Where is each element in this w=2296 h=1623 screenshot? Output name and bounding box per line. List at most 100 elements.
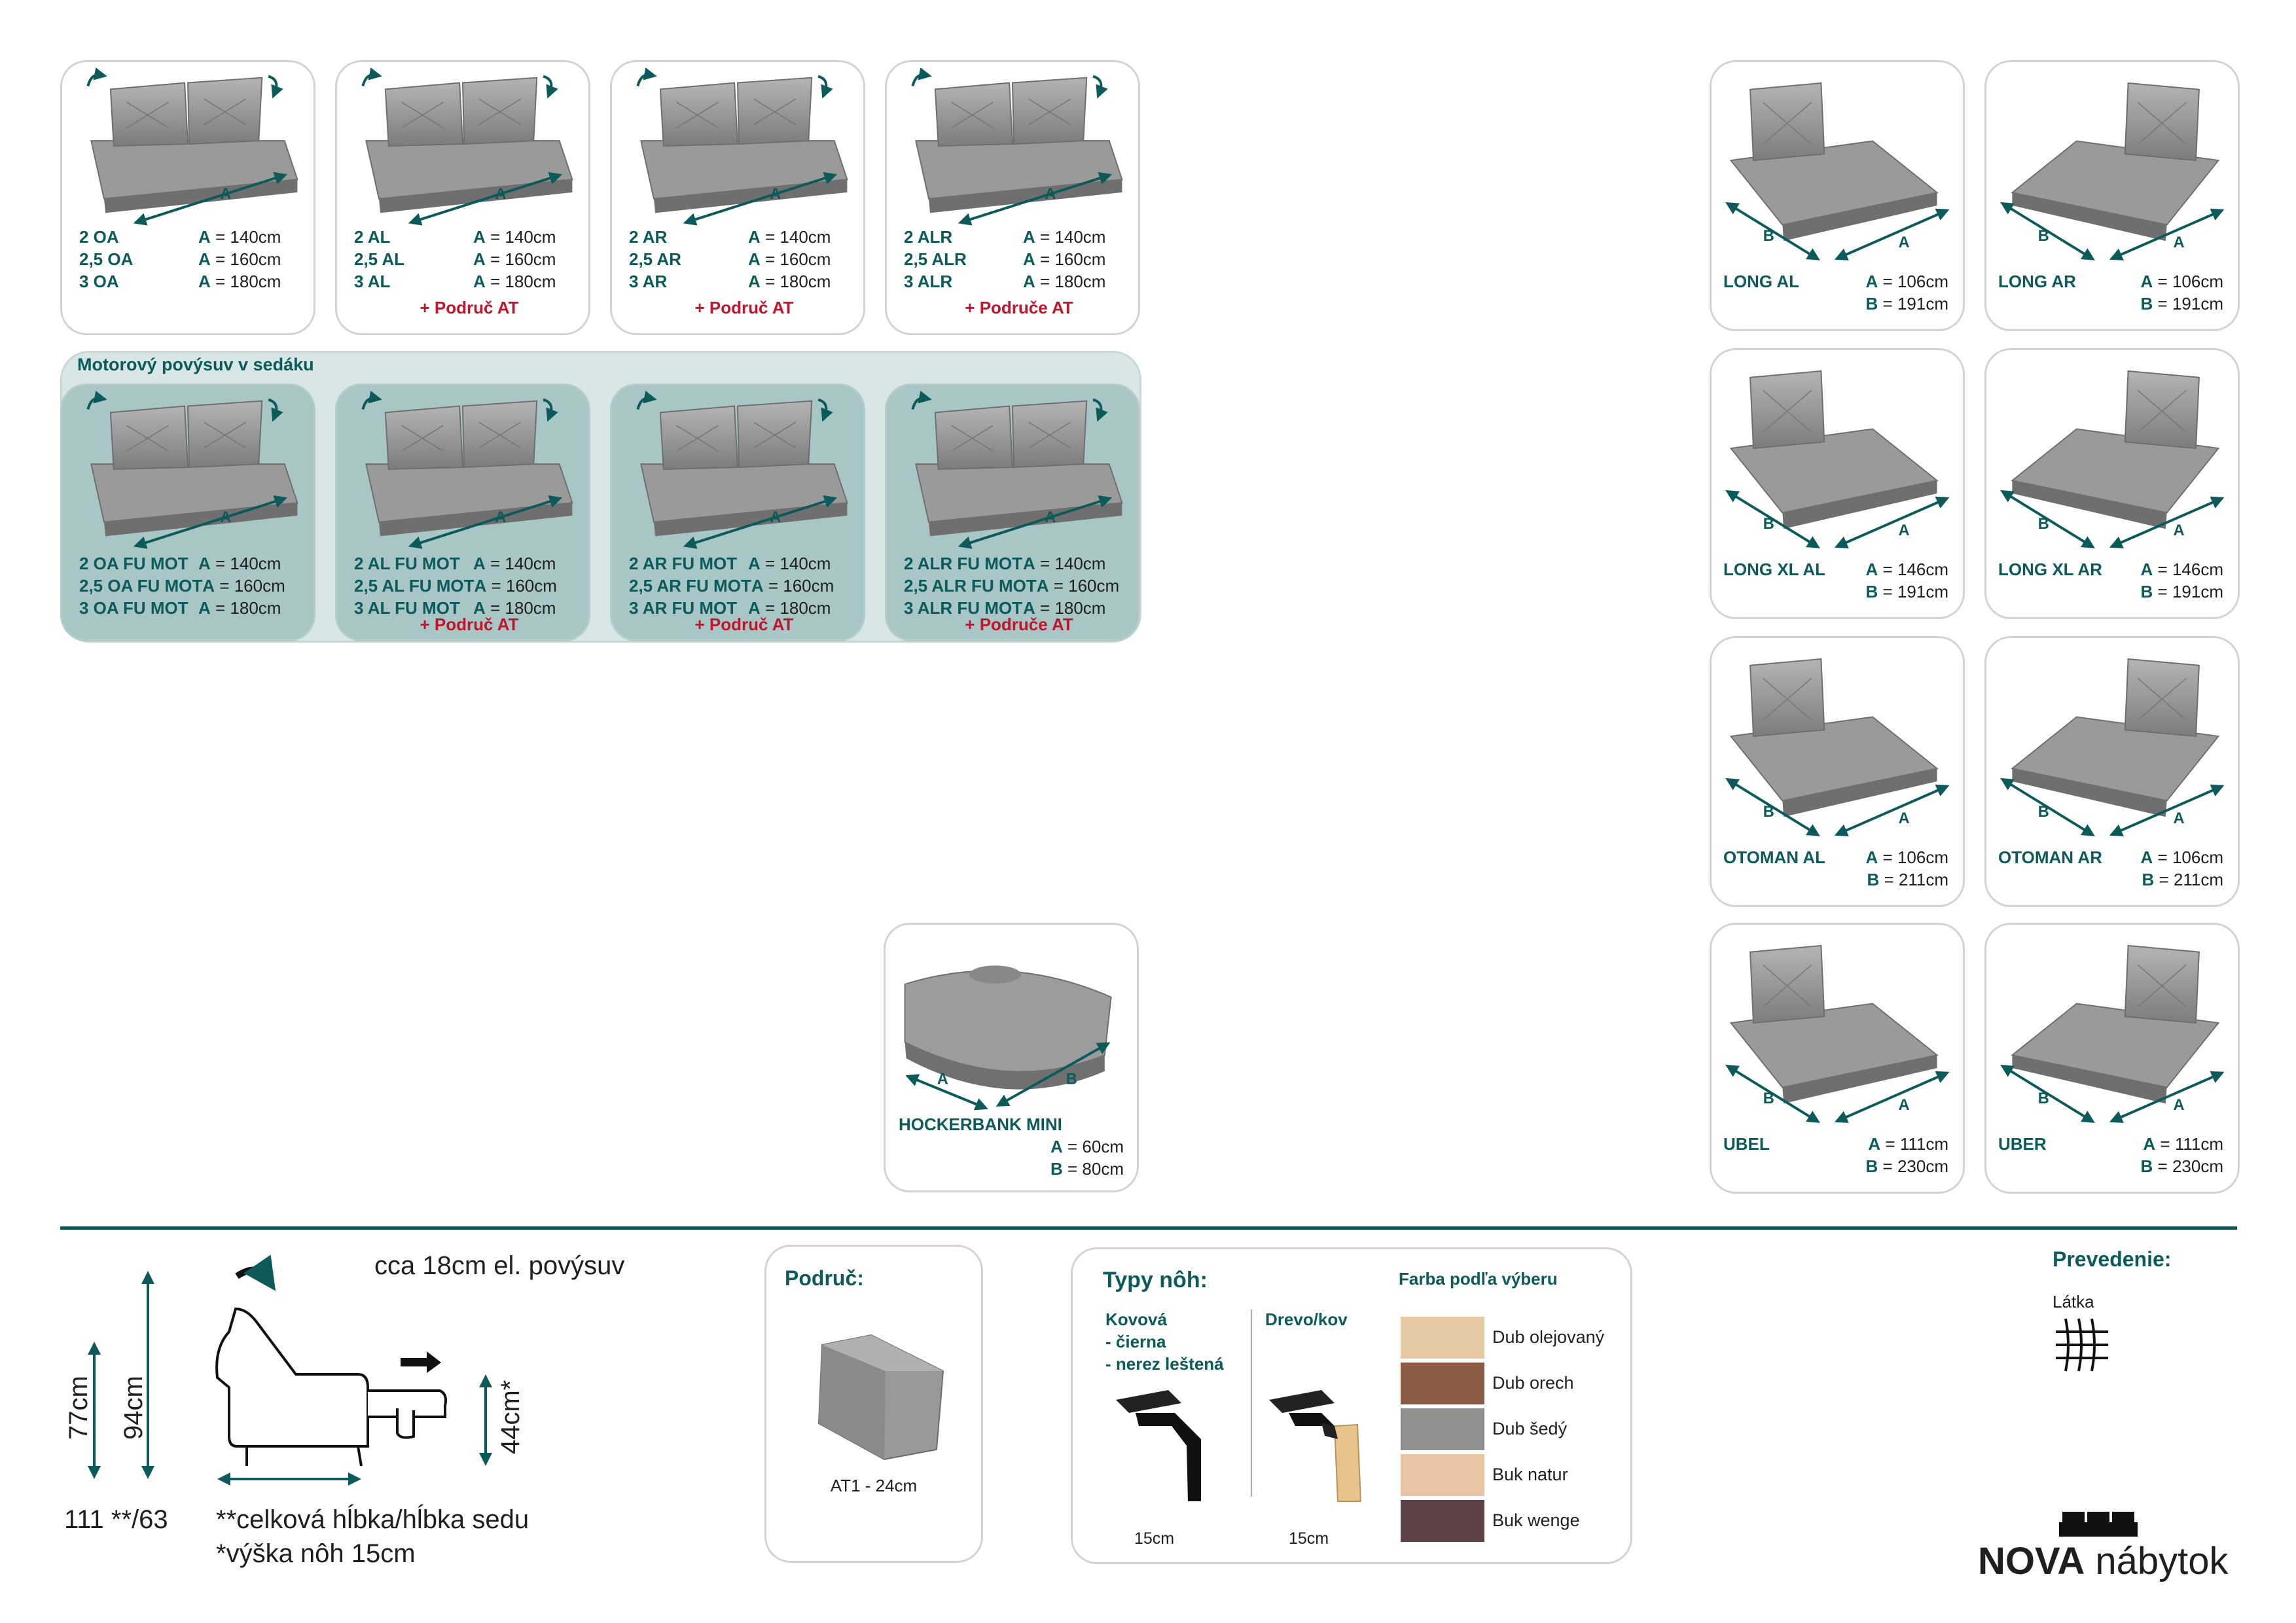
model-name: 2,5 ALR xyxy=(904,249,967,269)
model-dimension: A = 180cm xyxy=(198,272,281,291)
swatch-2[interactable] xyxy=(1401,1408,1484,1450)
metal-title: Kovová xyxy=(1105,1310,1167,1329)
swatch-3[interactable] xyxy=(1401,1454,1484,1496)
mot-image-2: A xyxy=(612,385,863,556)
model-name: 2 AL FU MOT xyxy=(354,554,460,573)
corner-card-1[interactable]: B A LONG AR A = 106cm B = 191cm xyxy=(1984,60,2240,331)
top-dim-2: A xyxy=(770,186,781,203)
mot-dim-1: A xyxy=(495,509,506,526)
depth-note: **celková hĺbka/hĺbka sedu xyxy=(216,1505,529,1534)
corner-dim-b: B xyxy=(1763,228,1774,245)
model-dimension: A = 160cm xyxy=(198,249,281,269)
corner-dim-b: B xyxy=(1763,516,1774,533)
hocker-card[interactable]: A B HOCKERBANK MINI A = 60cm B = 80cm xyxy=(884,923,1139,1192)
legs-card: Typy nôh: Kovová - čierna - nerez lešten… xyxy=(1071,1247,1632,1564)
corner-name: LONG XL AL xyxy=(1723,560,1825,579)
metal-black: - čierna xyxy=(1105,1332,1166,1351)
corner-dim-b: B xyxy=(2038,228,2049,245)
model-dimension: A = 180cm xyxy=(748,598,831,618)
top-extra-1: + Područ AT xyxy=(420,298,519,317)
hocker-b: B = 80cm xyxy=(1050,1159,1124,1179)
corner-dim-a: A xyxy=(1899,1097,1910,1114)
corner-dim-b: B xyxy=(2038,804,2049,821)
top-image-0: A xyxy=(62,62,314,232)
corner-card-2[interactable]: B A LONG XL AL A = 146cm B = 191cm xyxy=(1710,348,1965,619)
model-dimension: A = 180cm xyxy=(748,272,831,291)
hocker-image: A B xyxy=(886,925,1137,1121)
model-name: 3 AL FU MOT xyxy=(354,598,460,618)
model-name: 2,5 AR xyxy=(629,249,681,269)
corner-name: UBER xyxy=(1998,1134,2047,1154)
top-image-3: A xyxy=(887,62,1138,232)
top-row: 3 AR A = 180cm xyxy=(629,270,846,293)
model-name: 2,5 AL FU MOT xyxy=(354,576,475,596)
corner-card-6[interactable]: B A UBEL A = 111cm B = 230cm xyxy=(1710,923,1965,1194)
swatch-4[interactable] xyxy=(1401,1500,1484,1542)
mot-dim-3: A xyxy=(1045,509,1056,526)
corner-card-4[interactable]: B A OTOMAN AL A = 106cm B = 211cm xyxy=(1710,636,1965,907)
corner-a: A = 106cm xyxy=(2140,272,2223,291)
mot-row: 2 AL FU MOT A = 140cm xyxy=(354,552,571,575)
corner-name: OTOMAN AR xyxy=(1998,847,2102,867)
corner-card-0[interactable]: B A LONG AL A = 106cm B = 191cm xyxy=(1710,60,1965,331)
corner-image-3: B A xyxy=(1986,350,2238,553)
model-dimension: A = 160cm xyxy=(751,576,834,596)
corner-a: A = 106cm xyxy=(2140,847,2223,867)
corner-card-3[interactable]: B A LONG XL AR A = 146cm B = 191cm xyxy=(1984,348,2240,619)
corner-image-1: B A xyxy=(1986,62,2238,265)
model-dimension: A = 160cm xyxy=(1023,249,1106,269)
swatch-0[interactable] xyxy=(1401,1317,1484,1359)
model-name: 2 AR xyxy=(629,227,668,247)
armrest-title: Područ: xyxy=(785,1266,864,1290)
swatch-1[interactable] xyxy=(1401,1363,1484,1404)
legs-note: *výška nôh 15cm xyxy=(216,1539,416,1568)
corner-dim-a: A xyxy=(1899,234,1910,251)
mot-extra-2: + Područ AT xyxy=(694,615,794,634)
model-dimension: A = 140cm xyxy=(748,227,831,247)
corner-name: OTOMAN AL xyxy=(1723,847,1825,867)
model-dimension: A = 140cm xyxy=(748,554,831,573)
model-dimension: A = 140cm xyxy=(198,227,281,247)
motor-panel-title: Motorový povýsuv v sedáku xyxy=(77,355,314,374)
model-dimension: A = 180cm xyxy=(1023,598,1106,618)
model-name: 3 AL xyxy=(354,272,391,291)
top-extra-3: + Područe AT xyxy=(965,298,1073,317)
corner-dim-b: B xyxy=(2038,1090,2049,1107)
model-name: 3 AR FU MOT xyxy=(629,598,738,618)
height-94: 94cm xyxy=(119,1376,148,1440)
corner-image-4: B A xyxy=(1712,638,1963,841)
swatch-label: Dub olejovaný xyxy=(1492,1327,1605,1347)
hocker-dim-b: B xyxy=(1066,1071,1077,1088)
corner-a: A = 146cm xyxy=(1865,560,1948,579)
brand-logo: NOVA nábytok xyxy=(1978,1540,2229,1582)
model-name: 2 ALR xyxy=(904,227,953,247)
top-dim-1: A xyxy=(495,186,506,203)
model-dimension: A = 140cm xyxy=(473,554,556,573)
motor-extension-text: cca 18cm el. povýsuv xyxy=(374,1251,625,1280)
corner-card-7[interactable]: B A UBER A = 111cm B = 230cm xyxy=(1984,923,2240,1194)
mot-image-3: A xyxy=(887,385,1138,556)
corner-dim-b: B xyxy=(2038,516,2049,533)
model-name: 2,5 OA xyxy=(79,249,134,269)
corner-b: B = 191cm xyxy=(2140,294,2223,313)
corner-card-5[interactable]: B A OTOMAN AR A = 106cm B = 211cm xyxy=(1984,636,2240,907)
model-name: 3 AR xyxy=(629,272,668,291)
mot-extra-1: + Područ AT xyxy=(420,615,519,634)
model-dimension: A = 140cm xyxy=(198,554,281,573)
corner-b: B = 191cm xyxy=(1865,582,1948,601)
